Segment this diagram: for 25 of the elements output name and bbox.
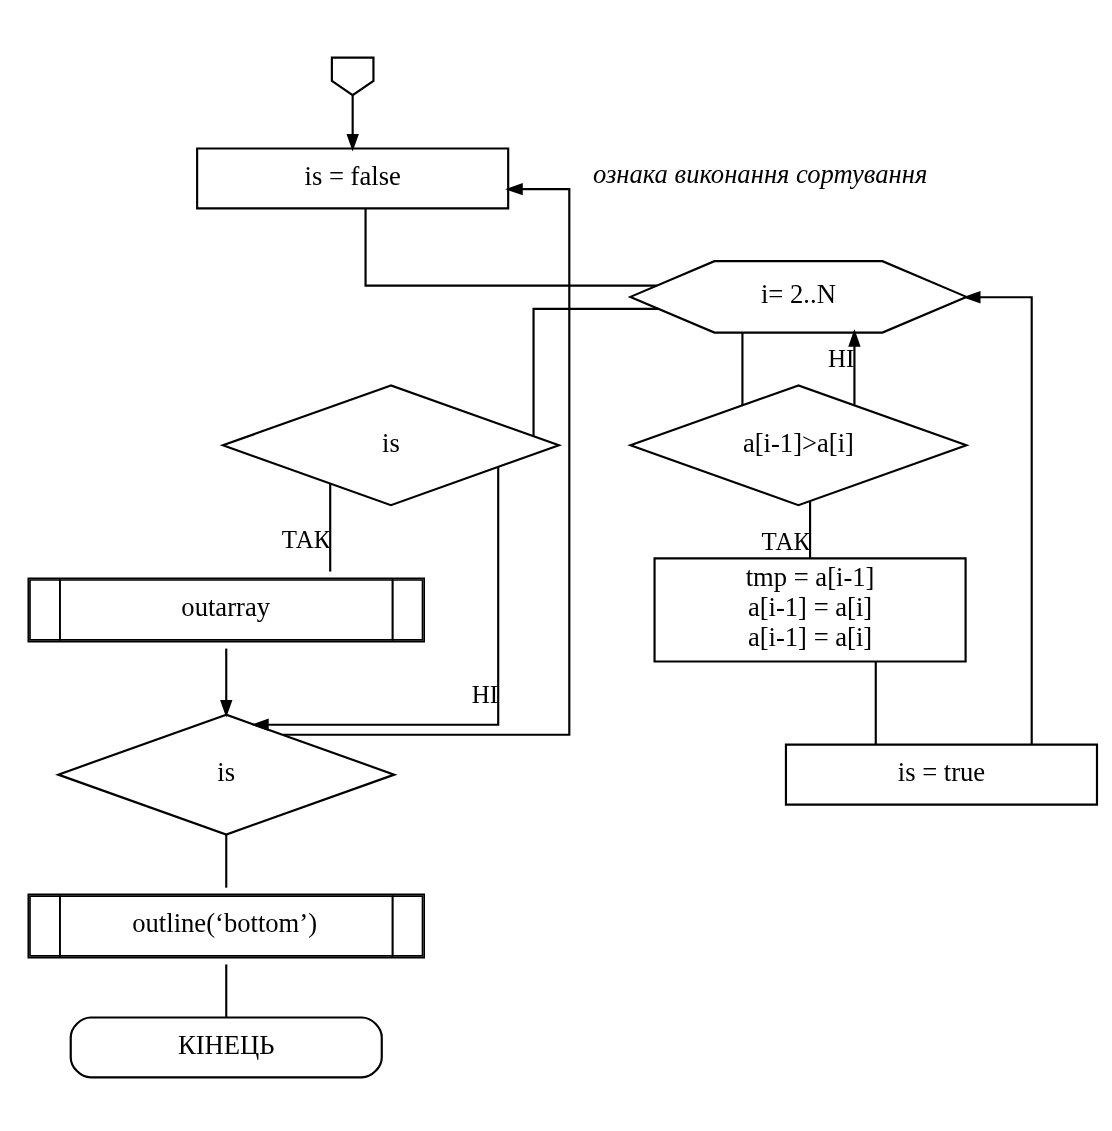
connector	[532, 307, 659, 436]
node-diamond: is	[55, 713, 398, 836]
connector	[809, 501, 812, 559]
connector	[364, 208, 657, 287]
arrow	[282, 182, 571, 736]
connector	[741, 332, 744, 405]
arrow	[962, 291, 1033, 745]
connector	[874, 661, 877, 745]
arrow	[848, 329, 861, 405]
arrow	[251, 467, 500, 731]
node-diamond: is	[219, 384, 563, 507]
node-pentagon	[330, 56, 375, 97]
connector	[225, 834, 228, 888]
connector	[225, 964, 228, 1017]
node-box: КІНЕЦЬ	[69, 1016, 383, 1079]
edge-label: ТАК	[761, 527, 811, 555]
node-diamond: a[i-1]>a[i]	[627, 384, 970, 507]
node-box: is = true	[784, 743, 1099, 806]
node-box: tmp = a[i-1] a[i-1] = a[i] a[i-1] = a[i]	[653, 557, 967, 663]
edge-label: НІ	[471, 680, 499, 708]
node-label: ознака виконання сортування	[593, 159, 928, 190]
connector	[329, 483, 332, 572]
node-box: is = false	[196, 147, 510, 210]
arrow	[220, 648, 233, 718]
arrow	[346, 95, 359, 152]
